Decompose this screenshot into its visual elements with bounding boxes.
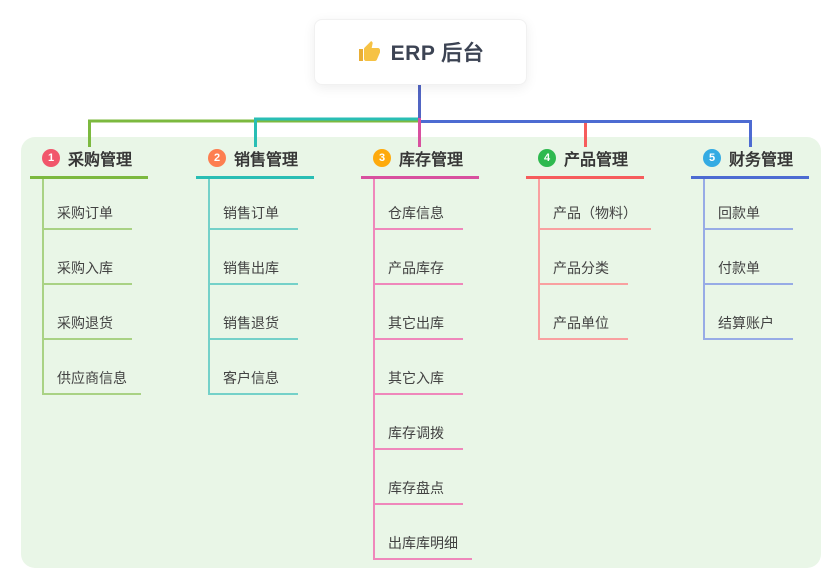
root-title: ERP 后台 [390,42,485,65]
branch-number-badge: 3 [373,149,391,167]
branch-child-item[interactable]: 销售出库 [210,230,298,285]
branch-child-item[interactable]: 其它入库 [375,340,463,395]
branch-title-label: 销售管理 [234,152,299,169]
branch-child-item[interactable]: 回款单 [705,179,793,230]
branch-children: 销售订单销售出库销售退货客户信息 [208,179,314,395]
branch-child-item[interactable]: 其它出库 [375,285,463,340]
branch-title[interactable]: 5 财务管理 [691,146,809,179]
branch-column-2: 2 销售管理 销售订单销售出库销售退货客户信息 [196,146,314,395]
branch-number-badge: 5 [703,149,721,167]
branch-title[interactable]: 3 库存管理 [361,146,479,179]
branch-number-badge: 2 [208,149,226,167]
branch-children: 回款单付款单结算账户 [703,179,809,340]
branch-number-badge: 4 [538,149,556,167]
branch-child-item[interactable]: 产品分类 [540,230,628,285]
branch-child-item[interactable]: 仓库信息 [375,179,463,230]
branch-children: 仓库信息产品库存其它出库其它入库库存调拨库存盘点出库库明细 [373,179,479,560]
branch-title[interactable]: 1 采购管理 [30,146,148,179]
branch-child-item[interactable]: 库存盘点 [375,450,463,505]
branch-title-label: 采购管理 [68,152,133,169]
branch-child-item[interactable]: 销售退货 [210,285,298,340]
branch-child-item[interactable]: 客户信息 [210,340,298,395]
thumbs-up-icon [358,41,380,61]
branch-child-item[interactable]: 结算账户 [705,285,793,340]
branch-child-item[interactable]: 销售订单 [210,179,298,230]
branch-child-item[interactable]: 产品（物料） [540,179,651,230]
branch-title[interactable]: 4 产品管理 [526,146,644,179]
branch-column-5: 5 财务管理 回款单付款单结算账户 [691,146,809,340]
branch-child-item[interactable]: 产品库存 [375,230,463,285]
branch-child-item[interactable]: 供应商信息 [44,340,141,395]
branch-title-label: 财务管理 [729,152,794,169]
branch-child-item[interactable]: 采购订单 [44,179,132,230]
branch-title-label: 库存管理 [399,152,464,169]
branch-number-badge: 1 [42,149,60,167]
branch-child-item[interactable]: 采购退货 [44,285,132,340]
branch-column-1: 1 采购管理 采购订单采购入库采购退货供应商信息 [30,146,148,395]
branch-title[interactable]: 2 销售管理 [196,146,314,179]
root-node[interactable]: ERP 后台 [314,19,527,85]
board-background [21,137,821,568]
branch-child-item[interactable]: 产品单位 [540,285,628,340]
branch-column-3: 3 库存管理 仓库信息产品库存其它出库其它入库库存调拨库存盘点出库库明细 [361,146,479,560]
branch-child-item[interactable]: 库存调拨 [375,395,463,450]
branch-child-item[interactable]: 采购入库 [44,230,132,285]
branch-child-item[interactable]: 付款单 [705,230,793,285]
branch-title-label: 产品管理 [564,152,629,169]
branch-child-item[interactable]: 出库库明细 [375,505,472,560]
branch-column-4: 4 产品管理 产品（物料）产品分类产品单位 [526,146,651,340]
branch-children: 产品（物料）产品分类产品单位 [538,179,651,340]
branch-children: 采购订单采购入库采购退货供应商信息 [42,179,148,395]
